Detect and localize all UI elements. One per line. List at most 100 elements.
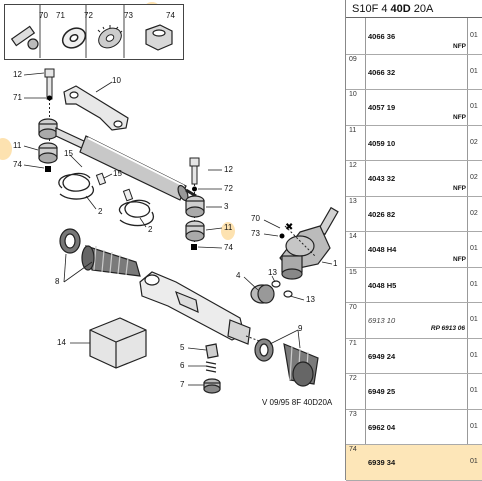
ref-column-divider [365, 18, 366, 480]
bushing-11-lower [38, 142, 58, 164]
callout-12-right: 12 [224, 165, 233, 174]
callout-5: 5 [180, 343, 185, 352]
o-ring-13 [271, 280, 293, 298]
exploded-parts-diagram: ✖ [0, 2, 339, 407]
plunger-5 [205, 343, 219, 359]
highlight-mark-11-left [0, 138, 12, 160]
boot-9-ring [254, 338, 274, 362]
row-part-number: 4048 H5 [368, 280, 397, 290]
cap-4 [250, 284, 275, 304]
parts-drawing: ✖ [10, 5, 339, 394]
rack-housing [139, 271, 251, 345]
row-quantity: 01 [470, 103, 478, 110]
row-quantity: 01 [470, 316, 478, 323]
qty-column-divider [467, 18, 468, 480]
row-quantity: 01 [470, 422, 478, 430]
washer-icon [61, 27, 87, 49]
bolt-12-left [44, 68, 55, 100]
row-quantity: 02 [470, 138, 478, 146]
spring-clip-2-lower [119, 199, 155, 227]
ref-label-72: 72 [84, 11, 93, 20]
callout-9: 9 [298, 324, 303, 333]
boot-8-bellows [81, 245, 141, 277]
callout-6: 6 [180, 361, 185, 370]
callout-7: 7 [180, 380, 185, 389]
callout-15-b: 15 [113, 169, 122, 178]
row-reference: 09 [349, 55, 357, 63]
callout-13-a: 13 [268, 268, 277, 277]
row-quantity: 02 [470, 209, 478, 217]
kit-box-14 [89, 317, 147, 369]
row-reference: 10 [349, 91, 357, 98]
row-reference: 72 [349, 375, 357, 382]
adjuster-7 [203, 378, 221, 394]
callout-73: 73 [251, 229, 260, 238]
callout-15-a: 15 [64, 149, 73, 158]
row-quantity: 01 [470, 387, 478, 394]
row-part-number: 4043 32 [368, 174, 396, 183]
row-note: NFP [453, 256, 466, 263]
row-part-number: 6939 34 [368, 458, 396, 467]
callout-13-b: 13 [306, 295, 315, 304]
header-suffix: 20A [410, 3, 434, 15]
ref-label-74: 74 [166, 11, 175, 20]
ref-label-71: 71 [56, 11, 65, 20]
row-note: RP 6913 06 [430, 325, 465, 332]
row-quantity: 01 [470, 351, 478, 359]
nut-icon [145, 24, 173, 51]
row-note: NFP [453, 114, 466, 121]
leader-lines [23, 72, 333, 386]
parts-table-header: S10F 4 40D 20A [346, 0, 482, 18]
callout-3: 3 [224, 202, 229, 211]
row-part-number: 6949 25 [368, 387, 396, 396]
row-reference: 73 [349, 410, 357, 418]
callout-72: 72 [224, 184, 233, 193]
table-row[interactable]: 72 6949 25 01 [346, 374, 482, 410]
callout-1: 1 [333, 259, 338, 268]
callout-74-right: 74 [224, 243, 233, 252]
callout-2-b: 2 [148, 225, 153, 234]
row-part-number: 4026 82 [368, 209, 396, 219]
row-reference: 12 [349, 162, 357, 169]
row-reference: 13 [349, 197, 357, 205]
callout-14: 14 [57, 338, 66, 347]
row-reference: 70 [349, 304, 357, 311]
row-reference: 11 [349, 126, 357, 134]
svg-text:✖: ✖ [285, 222, 293, 233]
ref-label-73: 73 [124, 11, 133, 20]
row-quantity: 02 [470, 174, 478, 181]
spring-clip-2-upper [58, 172, 95, 200]
table-row[interactable]: 70 6913 10 01 RP 6913 06 [346, 303, 482, 339]
row-quantity: 01 [470, 245, 478, 252]
row-part-number: 4048 H4 [368, 245, 397, 254]
callout-71: 71 [13, 93, 22, 102]
toothed-washer-icon [97, 25, 123, 49]
header-prefix: S10F 4 [352, 3, 391, 15]
highlight-mark-11-right [221, 222, 235, 240]
callout-8: 8 [55, 277, 60, 286]
bracket-10 [63, 85, 129, 131]
pinion-assembly-1 [279, 206, 339, 280]
row-part-number: 4066 36 [368, 32, 396, 41]
callout-10: 10 [112, 76, 121, 85]
table-row[interactable]: 13 4026 82 02 [346, 197, 482, 232]
row-part-number: 6949 24 [368, 351, 396, 361]
callout-11-right: 11 [224, 223, 233, 232]
bolt-12-right [189, 157, 200, 185]
row-reference: 14 [349, 233, 357, 240]
diagram-reference-code: V 09/95 8F 40D20A [262, 398, 333, 407]
row-quantity: 01 [470, 67, 478, 75]
bushing-11-right [185, 220, 205, 242]
bushing-3 [185, 195, 205, 218]
row-part-number: 6913 10 [368, 316, 396, 325]
